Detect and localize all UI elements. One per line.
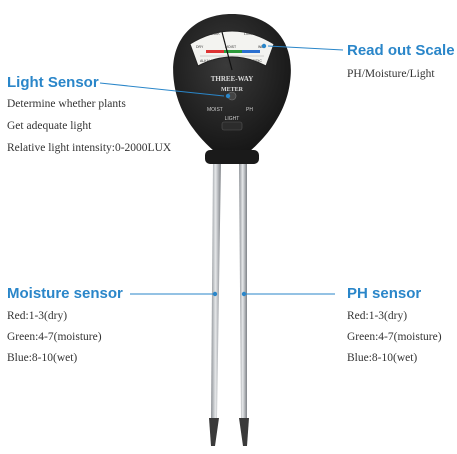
scale-label-ph-right: ACIDIC	[250, 59, 262, 63]
ph-probe	[239, 160, 249, 446]
switch-label-light: LIGHT	[225, 116, 240, 122]
moisture-sensor-title: Moisture sensor	[7, 285, 123, 302]
scale-label-ph-left: ALKALINE	[200, 59, 217, 63]
moisture-sensor-line-1: Red:1-3(dry)	[7, 310, 68, 322]
scale-label-top-right: LIGHT	[244, 32, 255, 36]
ph-sensor-line-2: Green:4-7(moisture)	[347, 331, 442, 343]
face-label-bottom: METER	[221, 87, 244, 93]
dial-needle	[221, 31, 233, 71]
light-callout-line	[99, 82, 225, 97]
moisture-sensor-line-2: Green:4-7(moisture)	[7, 331, 102, 343]
readout-scale-title: Read out Scale	[347, 42, 455, 59]
moisture-sensor-line-3: Blue:8-10(wet)	[7, 352, 78, 364]
mode-switch	[221, 121, 243, 131]
moisture-probe	[209, 160, 221, 446]
ph-sensor-title: PH sensor	[347, 285, 422, 302]
light-sensor-line-3: Relative light intensity:0-2000LUX	[7, 142, 172, 154]
light-sensor-line-1: Determine whether plants	[7, 98, 126, 110]
light-sensor-title: Light Sensor	[7, 74, 99, 91]
readout-callout-line	[267, 45, 344, 51]
dial-face: ALKALINE ACIDIC DARK LIGHT DRY MOIST WET	[189, 30, 275, 71]
readout-scale-line-1: PH/Moisture/Light	[347, 68, 435, 80]
probe-collar	[205, 150, 259, 164]
switch-label-ph: PH	[246, 107, 253, 113]
face-label-top: THREE-WAY	[211, 75, 254, 83]
scale-label-mid: MOIST	[225, 45, 237, 49]
light-sensor-line-2: Get adequate light	[7, 120, 92, 132]
ph-sensor-line-3: Blue:8-10(wet)	[347, 352, 418, 364]
ph-sensor-line-1: Red:1-3(dry)	[347, 310, 408, 322]
scale-label-left: DRY	[196, 45, 204, 49]
scale-label-top: DARK	[210, 32, 220, 36]
switch-label-moist: MOIST	[207, 107, 223, 113]
